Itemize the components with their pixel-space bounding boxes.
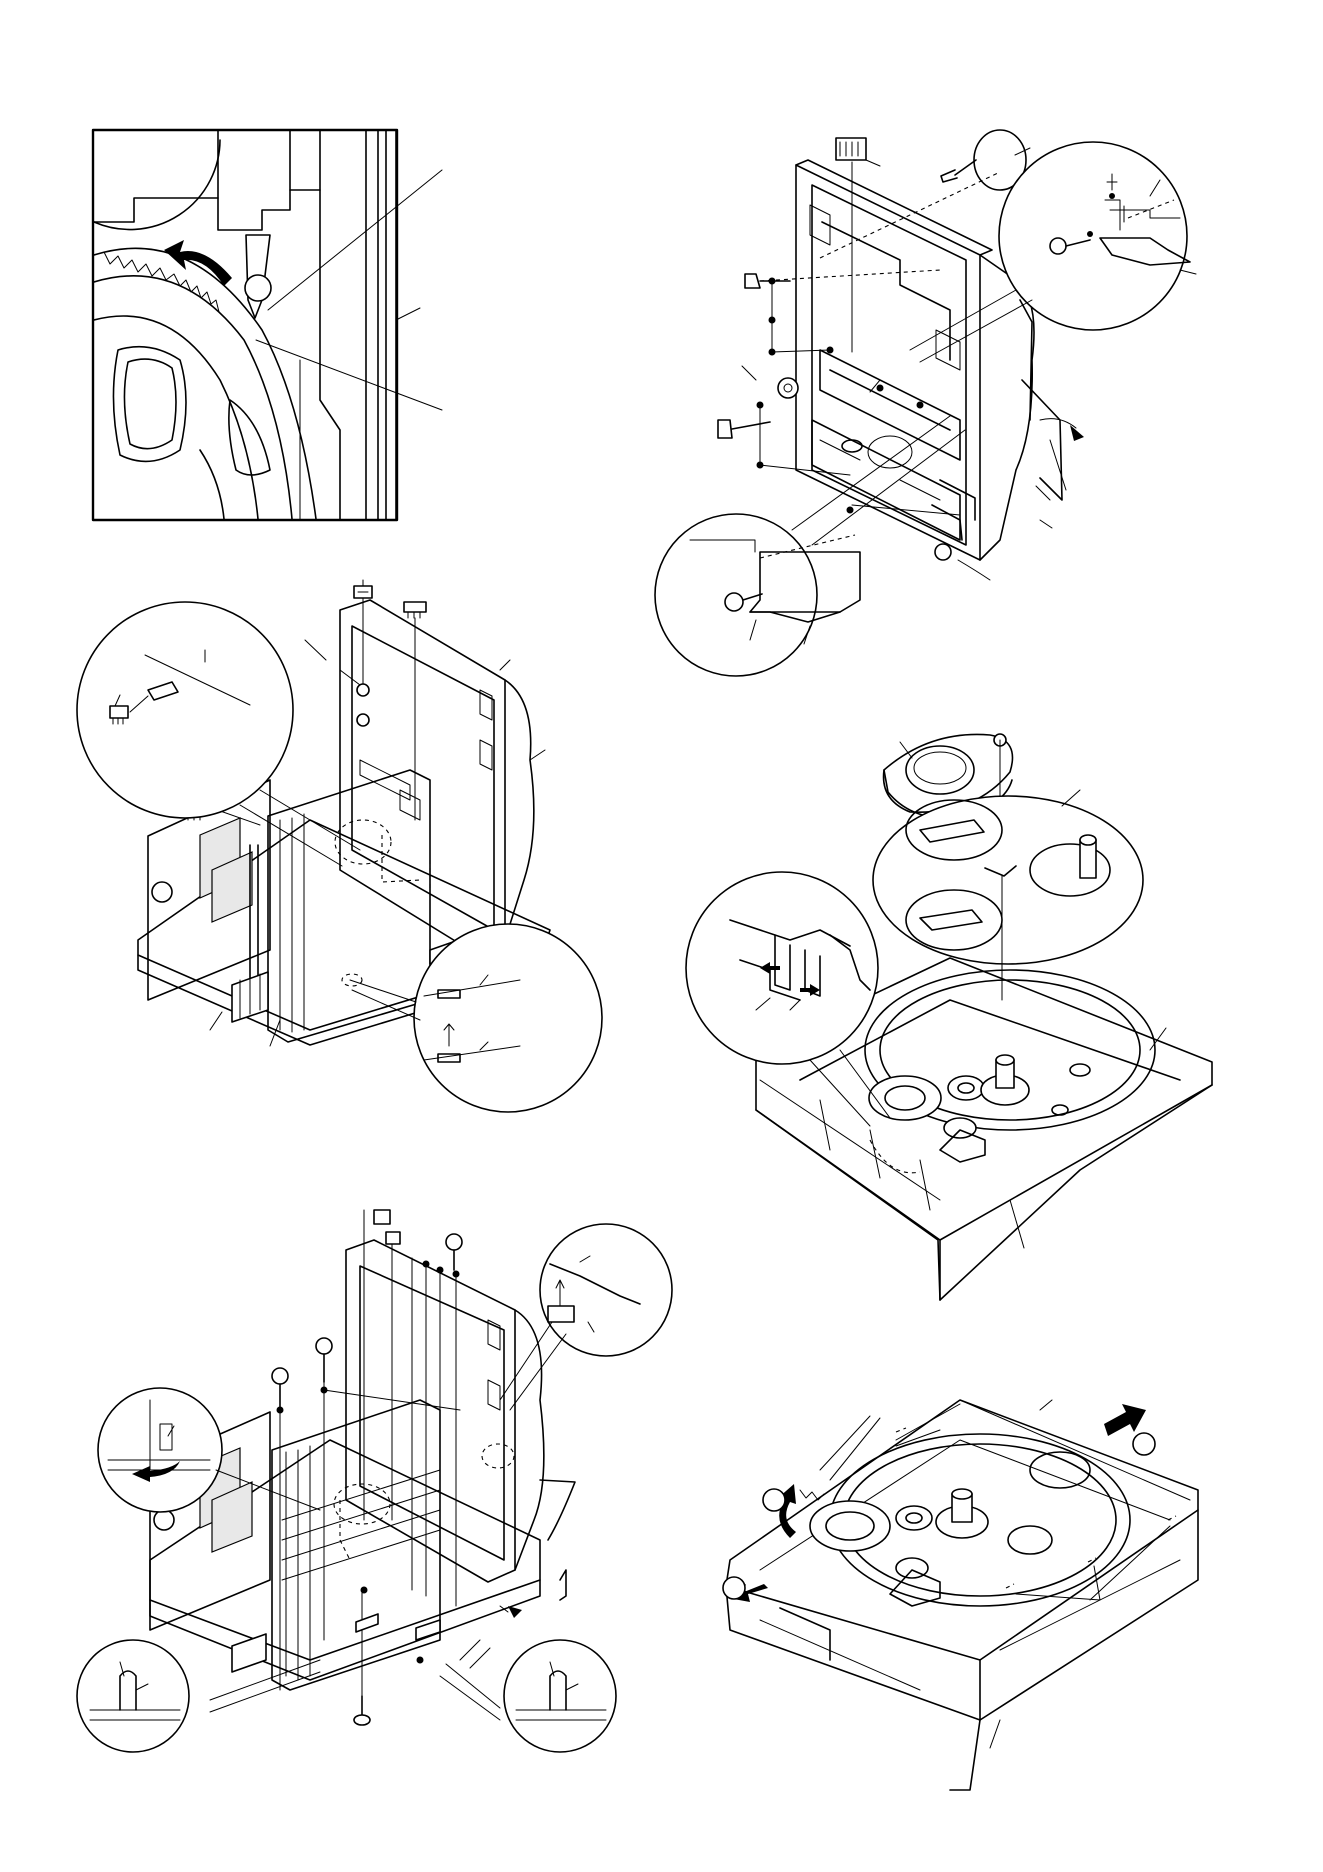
screw — [316, 1338, 332, 1640]
screw — [354, 1696, 370, 1725]
fig-chassis-screws — [77, 1210, 672, 1752]
label-circle-c — [723, 1577, 745, 1599]
fig-front-panel-exploded — [655, 130, 1196, 676]
screw — [446, 1234, 462, 1270]
fig-gear-lock — [93, 130, 442, 520]
screw — [745, 274, 790, 288]
label-circle-b — [763, 1489, 785, 1511]
label-circle-a — [1133, 1433, 1155, 1455]
fig-disc-tray-removal — [723, 1400, 1198, 1790]
fig-disc-tray-clamp — [686, 734, 1212, 1300]
screw — [718, 420, 770, 438]
fig-chassis-connectors — [77, 580, 602, 1112]
